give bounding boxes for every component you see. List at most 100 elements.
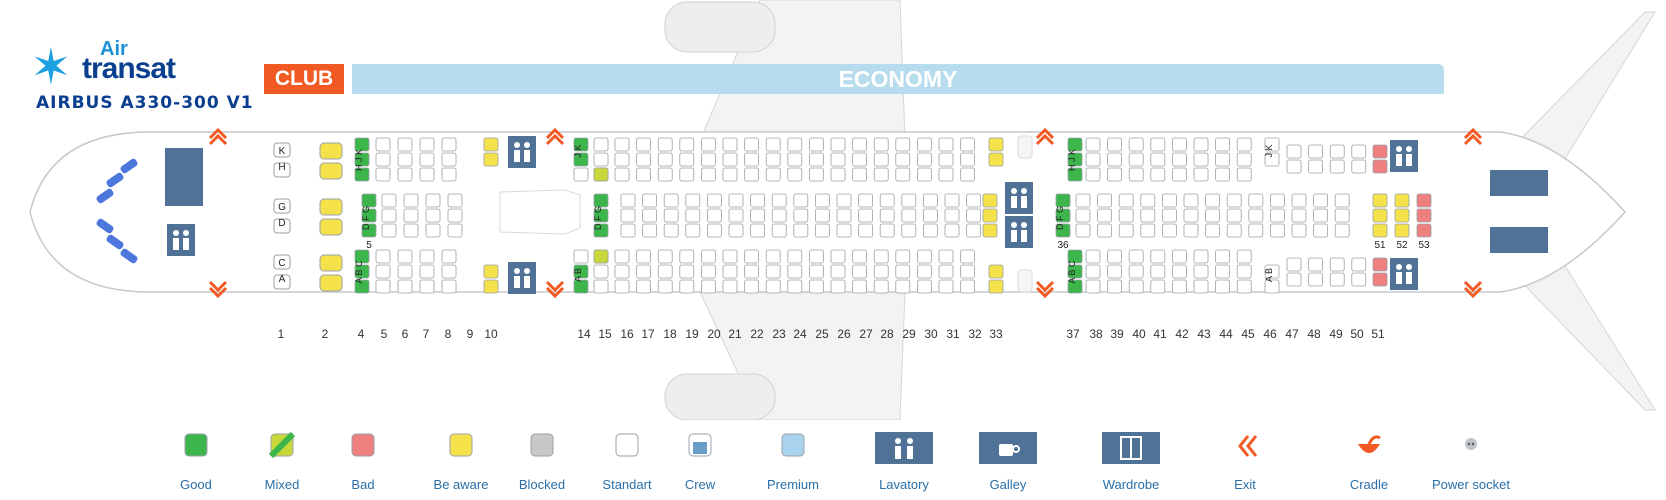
seat bbox=[765, 167, 781, 182]
seat bbox=[1172, 279, 1187, 294]
seat bbox=[1236, 137, 1252, 152]
seat bbox=[1193, 152, 1209, 167]
seat bbox=[593, 279, 609, 294]
seat bbox=[685, 208, 701, 223]
good-seat bbox=[354, 279, 370, 294]
seat bbox=[830, 279, 846, 294]
seat bbox=[1270, 223, 1285, 238]
seat bbox=[1150, 279, 1166, 294]
aware-seat bbox=[483, 264, 499, 279]
aware-seat bbox=[988, 264, 1004, 279]
seat bbox=[1313, 193, 1328, 208]
standard-seat-icon bbox=[615, 433, 639, 457]
seat bbox=[917, 137, 932, 152]
lavatory-figure bbox=[514, 276, 520, 288]
legend-label: Be aware bbox=[433, 477, 489, 492]
seat bbox=[1286, 159, 1302, 174]
seat bbox=[1162, 223, 1177, 238]
lavatory-figure bbox=[1021, 196, 1027, 208]
seat bbox=[917, 249, 932, 264]
legend-label: Bad bbox=[351, 477, 375, 492]
seat bbox=[419, 137, 435, 152]
seat bbox=[809, 249, 824, 264]
seat bbox=[744, 152, 759, 167]
legend-label: Blocked bbox=[518, 477, 566, 492]
seat bbox=[1140, 208, 1156, 223]
seat bbox=[830, 167, 846, 182]
seat bbox=[614, 279, 630, 294]
good-seat bbox=[354, 264, 370, 279]
good-seat bbox=[1067, 167, 1083, 182]
seat bbox=[787, 167, 803, 182]
row-number: 46 bbox=[1263, 327, 1277, 341]
seat bbox=[1236, 264, 1252, 279]
aware-seat bbox=[1372, 223, 1388, 238]
seat-letter: J K bbox=[1264, 144, 1274, 157]
premium-seat-icon bbox=[781, 433, 805, 457]
lavatory-figure bbox=[183, 238, 189, 250]
upper-engine bbox=[664, 1, 776, 53]
cockpit-window bbox=[120, 158, 138, 174]
seat bbox=[1351, 144, 1367, 159]
logo-air: Air bbox=[100, 38, 128, 60]
seat bbox=[593, 137, 609, 152]
seat bbox=[836, 208, 852, 223]
seat bbox=[1118, 193, 1134, 208]
row-marker-36: 36 bbox=[1057, 240, 1069, 251]
seat bbox=[425, 193, 441, 208]
seat-letter: H J K bbox=[354, 149, 364, 171]
seat bbox=[701, 249, 716, 264]
seat bbox=[1150, 167, 1166, 182]
seat bbox=[938, 152, 954, 167]
seat bbox=[397, 152, 413, 167]
seat bbox=[1351, 257, 1367, 272]
seat bbox=[938, 167, 954, 182]
seat bbox=[750, 193, 765, 208]
seat bbox=[1140, 193, 1156, 208]
seat bbox=[375, 279, 391, 294]
seat bbox=[873, 264, 889, 279]
row-number: 42 bbox=[1175, 327, 1189, 341]
legend-label: Wardrobe bbox=[1102, 477, 1160, 492]
club-seat bbox=[319, 142, 343, 160]
seat bbox=[679, 167, 695, 182]
seat bbox=[879, 223, 895, 238]
seat bbox=[397, 264, 413, 279]
seat bbox=[765, 249, 781, 264]
seat bbox=[1334, 223, 1350, 238]
row-number: 39 bbox=[1110, 327, 1124, 341]
seat-letter: C bbox=[278, 258, 285, 269]
seat bbox=[1128, 264, 1144, 279]
aircraft-title: AIRBUS A330-300 V1 bbox=[36, 93, 254, 113]
good-seat bbox=[1067, 152, 1083, 167]
seat bbox=[744, 137, 759, 152]
seat bbox=[397, 249, 413, 264]
legend-label: Mixed bbox=[264, 477, 300, 492]
seat bbox=[573, 167, 589, 182]
seat bbox=[679, 279, 695, 294]
seat bbox=[1308, 257, 1323, 272]
seat bbox=[447, 223, 463, 238]
seat bbox=[744, 264, 759, 279]
seat bbox=[728, 223, 744, 238]
cradle-icon bbox=[1358, 435, 1381, 453]
seat bbox=[1085, 249, 1101, 264]
seat bbox=[636, 152, 651, 167]
good-seat bbox=[573, 264, 589, 279]
seat-letter: K bbox=[279, 146, 286, 157]
seat bbox=[419, 249, 435, 264]
cockpit-window bbox=[106, 172, 124, 188]
good-seat bbox=[1067, 264, 1083, 279]
seat bbox=[923, 208, 938, 223]
seat bbox=[679, 152, 695, 167]
good-seat bbox=[354, 152, 370, 167]
legend-label: Standart bbox=[602, 477, 652, 492]
seat bbox=[923, 193, 938, 208]
seat bbox=[960, 249, 975, 264]
club-seat-letter-box bbox=[273, 218, 291, 234]
seat bbox=[663, 208, 679, 223]
seat bbox=[707, 193, 722, 208]
seat-letter: H J K bbox=[1067, 149, 1077, 171]
lavatory-icon bbox=[167, 224, 195, 256]
seat bbox=[938, 249, 954, 264]
